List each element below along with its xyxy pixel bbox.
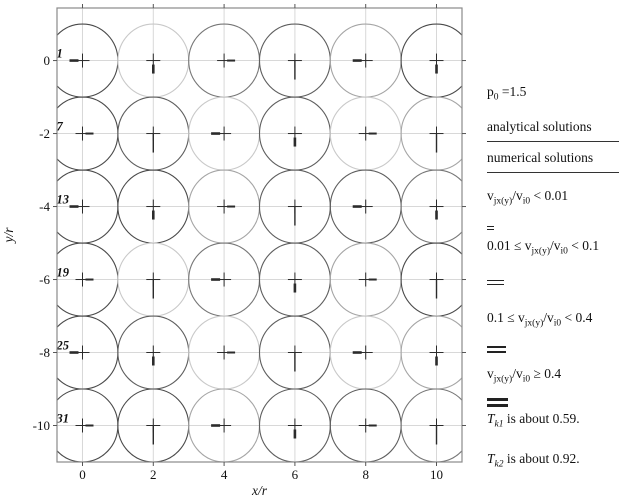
legend: p0 =1.5 analytical solutions numerical s… <box>487 0 627 500</box>
p0-value: =1.5 <box>498 84 527 99</box>
svg-text:7: 7 <box>56 120 63 134</box>
v4-mid: /v <box>512 366 523 381</box>
vector-magnitude-3-icon <box>487 341 506 357</box>
v4-pre: v <box>487 366 494 381</box>
legend-velocity-range-1: vjx(y)/vi0 < 0.01 <box>487 188 568 207</box>
y-tick-labels: 0 -2 -4 -6 -8 -10 <box>33 53 51 433</box>
svg-text:0: 0 <box>79 467 86 482</box>
p0-subscript: 0 <box>493 92 499 103</box>
svg-text:6: 6 <box>292 467 299 482</box>
svg-text:1: 1 <box>56 47 62 61</box>
legend-analytical-label: analytical solutions <box>487 119 592 134</box>
v2-post: < 0.1 <box>567 238 600 253</box>
tk1-text: is about 0.59. <box>503 411 580 426</box>
svg-text:0: 0 <box>44 53 51 68</box>
vector-mark-large <box>487 346 506 354</box>
x-axis-title: x/r <box>251 483 268 498</box>
numerical-line-sample <box>487 172 619 173</box>
v1-mid: /v <box>512 188 523 203</box>
vector-magnitude-4-icon <box>487 394 508 410</box>
svg-text:-8: -8 <box>39 345 50 360</box>
x-tick-labels: 0 2 4 6 8 10 <box>79 467 443 482</box>
vector-mark-largest <box>487 398 508 408</box>
svg-text:-4: -4 <box>39 199 50 214</box>
jet-circle <box>400 388 462 462</box>
v1-sub1: jx(y) <box>493 196 513 207</box>
circles-layer <box>57 23 462 462</box>
vector-magnitude-2-icon <box>487 274 504 290</box>
v3-mid: /v <box>543 310 554 325</box>
svg-text:-6: -6 <box>39 272 50 287</box>
svg-text:10: 10 <box>430 467 443 482</box>
tk2-symbol: T <box>487 451 495 466</box>
analytical-line-sample <box>487 141 619 142</box>
svg-text:31: 31 <box>55 412 69 426</box>
svg-text:-2: -2 <box>39 126 50 141</box>
legend-numerical-label: numerical solutions <box>487 150 594 165</box>
plot-area: 1 7 13 19 25 31 0 2 4 6 8 10 0 -2 -4 -6 -8 -10 x/r y/r <box>1 4 466 498</box>
svg-text:-10: -10 <box>33 418 50 433</box>
v2-mid: /v <box>550 238 561 253</box>
svg-text:25: 25 <box>55 339 69 353</box>
tk2-subscript: k2 <box>494 459 504 470</box>
v4-post: ≥ 0.4 <box>530 366 562 381</box>
tk2-text: is about 0.92. <box>503 451 580 466</box>
tk1-subscript: k1 <box>494 419 504 430</box>
svg-text:19: 19 <box>56 266 69 280</box>
y-axis-title: y/r <box>1 227 16 245</box>
gridlines <box>57 8 462 462</box>
svg-text:13: 13 <box>56 193 69 207</box>
legend-velocity-range-3: 0.1 ≤ vjx(y)/vi0 < 0.4 <box>487 310 592 329</box>
v2-pre: 0.01 ≤ v <box>487 238 532 253</box>
legend-velocity-range-2: 0.01 ≤ vjx(y)/vi0 < 0.1 <box>487 238 599 257</box>
svg-text:8: 8 <box>362 467 369 482</box>
svg-text:4: 4 <box>221 467 228 482</box>
v4-sub2: i0 <box>522 374 531 385</box>
axis-ticks <box>53 4 466 466</box>
v3-sub2: i0 <box>553 318 562 329</box>
v1-sub2: i0 <box>522 196 531 207</box>
legend-tk1: Tk1 is about 0.59. <box>487 411 580 430</box>
legend-p0: p0 =1.5 <box>487 84 526 103</box>
legend-velocity-range-4: vjx(y)/vi0 ≥ 0.4 <box>487 366 561 385</box>
v4-sub1: jx(y) <box>493 374 513 385</box>
circle-number-labels: 1 7 13 19 25 31 <box>55 47 69 426</box>
plot-border <box>56 7 463 463</box>
tk1-symbol: T <box>487 411 495 426</box>
vector-magnitude-1-icon <box>487 219 494 235</box>
svg-text:2: 2 <box>150 467 157 482</box>
v1-pre: v <box>487 188 494 203</box>
v2-sub1: jx(y) <box>531 246 551 257</box>
v3-post: < 0.4 <box>561 310 593 325</box>
v2-sub2: i0 <box>560 246 568 257</box>
v1-post: < 0.01 <box>530 188 569 203</box>
vector-mark-medium <box>487 280 504 286</box>
vector-mark-small <box>487 225 494 230</box>
legend-tk2: Tk2 is about 0.92. <box>487 451 580 470</box>
v3-pre: 0.1 ≤ v <box>487 310 525 325</box>
v3-sub1: jx(y) <box>524 318 544 329</box>
p0-symbol: p <box>487 84 494 99</box>
